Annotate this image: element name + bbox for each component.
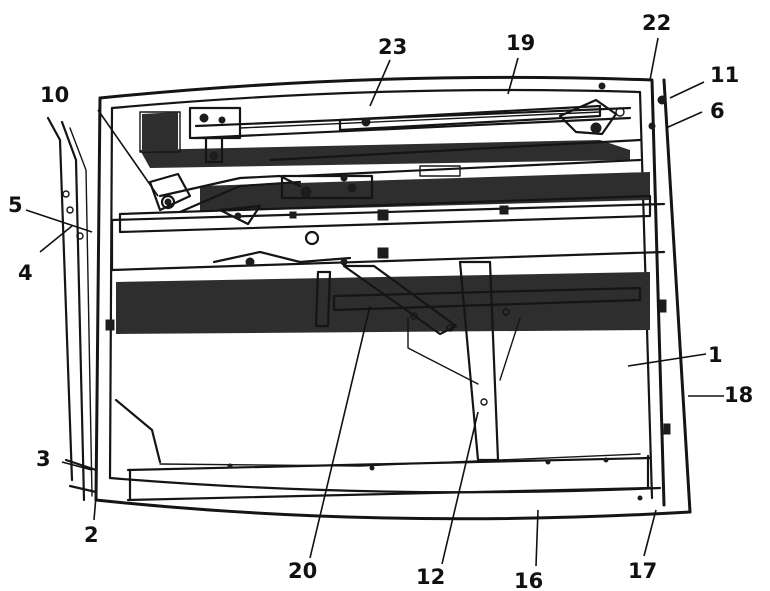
callout-6: 6 [710,99,725,123]
callout-1: 1 [708,343,723,367]
lower-panel [105,250,671,464]
intrusion-beam [110,172,666,272]
door-outer-frame [94,75,692,521]
callout-5: 5 [8,193,23,217]
callout-22: 22 [642,11,671,35]
callout-23: 23 [378,35,407,59]
window-regulator [139,82,667,178]
callout-10: 10 [40,83,69,107]
callout-20: 20 [288,559,317,583]
callout-3: 3 [36,447,51,471]
bottom-channel [126,453,652,502]
callout-labels: 1 2 3 4 5 6 10 11 12 16 17 18 19 20 22 2… [8,11,753,591]
callout-19: 19 [506,31,535,55]
callout-18: 18 [724,383,753,407]
callout-11: 11 [710,63,739,87]
callout-4: 4 [18,261,33,285]
leader-lines [25,37,724,567]
callout-17: 17 [628,559,657,583]
callout-2: 2 [84,523,99,547]
hinge-pillar [46,116,98,502]
callout-12: 12 [416,565,445,589]
callout-16: 16 [514,569,543,591]
